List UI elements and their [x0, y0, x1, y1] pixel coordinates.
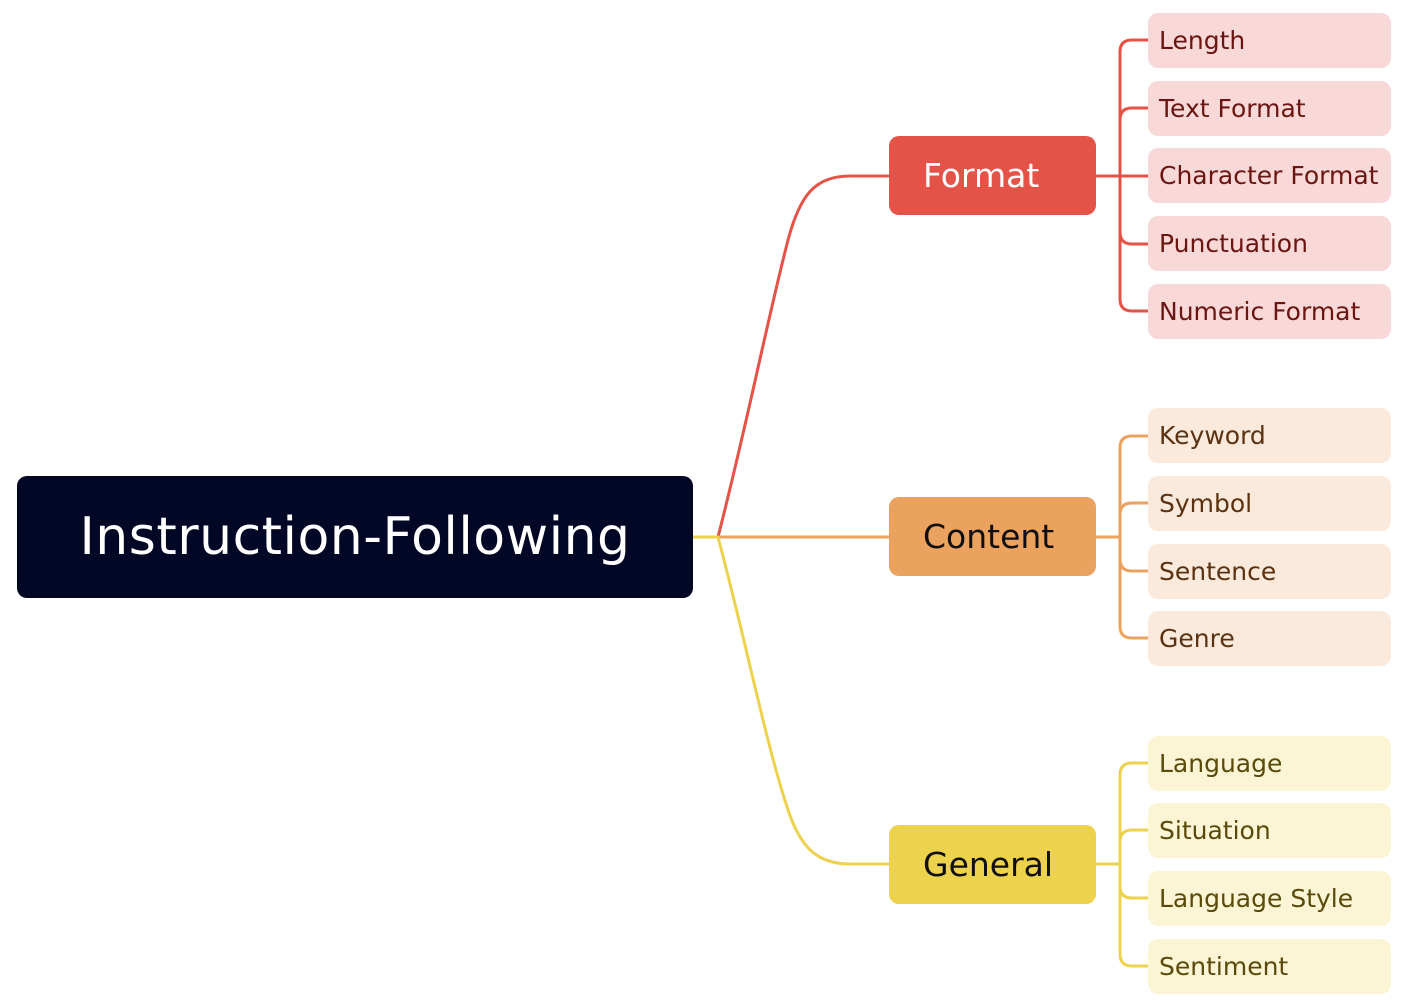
- leaf-node-character-format: Character Format: [1148, 148, 1391, 203]
- leaf-node-sentence: Sentence: [1148, 544, 1391, 599]
- root-to-general-link: [693, 535, 889, 866]
- leaf-label: Keyword: [1159, 421, 1266, 450]
- leaf-label: Text Format: [1159, 94, 1306, 123]
- leaf-node-keyword: Keyword: [1148, 408, 1391, 463]
- leaf-node-language: Language: [1148, 736, 1391, 791]
- leaf-node-numeric-format: Numeric Format: [1148, 284, 1391, 339]
- leaf-node-language-style: Language Style: [1148, 871, 1391, 926]
- format-children-links: [1096, 38, 1148, 313]
- branch-label-format: Format: [923, 156, 1040, 195]
- leaf-node-text-format: Text Format: [1148, 81, 1391, 136]
- leaf-label: Genre: [1159, 624, 1235, 653]
- content-children-links: [1096, 434, 1148, 640]
- leaf-label: Sentiment: [1159, 952, 1289, 981]
- branch-node-general: General: [889, 825, 1096, 904]
- leaf-node-situation: Situation: [1148, 803, 1391, 858]
- branch-node-format: Format: [889, 136, 1096, 215]
- leaf-node-symbol: Symbol: [1148, 476, 1391, 531]
- root-node: Instruction-Following: [17, 476, 693, 598]
- leaf-label: Situation: [1159, 816, 1271, 845]
- leaf-node-length: Length: [1148, 13, 1391, 68]
- leaf-label: Symbol: [1159, 489, 1253, 518]
- leaf-node-genre: Genre: [1148, 611, 1391, 666]
- leaf-label: Length: [1159, 26, 1246, 55]
- leaf-label: Language: [1159, 749, 1283, 778]
- leaf-node-punctuation: Punctuation: [1148, 216, 1391, 271]
- branch-node-content: Content: [889, 497, 1096, 576]
- leaf-label: Language Style: [1159, 884, 1354, 913]
- branch-label-general: General: [923, 845, 1054, 884]
- leaf-node-sentiment: Sentiment: [1148, 939, 1391, 994]
- leaf-label: Punctuation: [1159, 229, 1308, 258]
- general-children-links: [1096, 761, 1148, 968]
- branch-label-content: Content: [923, 517, 1055, 556]
- root-label: Instruction-Following: [79, 507, 631, 567]
- root-to-format-link: [693, 174, 889, 539]
- leaf-label: Character Format: [1159, 161, 1379, 190]
- leaf-label: Sentence: [1159, 557, 1277, 586]
- leaf-label: Numeric Format: [1159, 297, 1361, 326]
